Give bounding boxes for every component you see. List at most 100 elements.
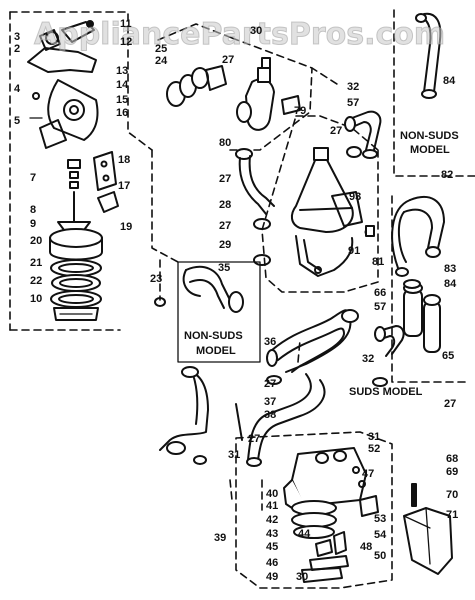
- callout: 47: [362, 468, 374, 480]
- label-non-suds-top-line2: MODEL: [410, 144, 450, 156]
- hose-37: [159, 366, 209, 455]
- callout: 25: [155, 43, 167, 55]
- callout: 23: [150, 273, 162, 285]
- part-callouts: 11 3 12 2 13 14 4 15 16 5 25 24 30 27 32…: [14, 18, 458, 583]
- callout: 44: [298, 528, 311, 540]
- left-assembly-frame: [9, 11, 153, 331]
- leader-dashes: [151, 149, 301, 511]
- callout: 10: [30, 293, 42, 305]
- callout: 35: [218, 262, 230, 274]
- callout: 66: [374, 287, 386, 299]
- callout: 69: [446, 466, 458, 478]
- callout: 29: [219, 239, 231, 251]
- callout: 52: [368, 443, 380, 455]
- callout: 2: [14, 43, 20, 55]
- callout: 30: [296, 571, 308, 583]
- callout: 27: [219, 173, 231, 185]
- callout: 11: [120, 18, 132, 30]
- label-non-suds-mid-line2: MODEL: [196, 345, 236, 357]
- non-suds-mid-frame: [177, 261, 261, 363]
- hose-28: [235, 148, 275, 266]
- callout: 32: [347, 81, 359, 93]
- callout: 18: [118, 154, 130, 166]
- hose-84-top: [415, 12, 442, 99]
- shaft-parts: [57, 159, 91, 231]
- bracket-17-18: [93, 151, 119, 213]
- elbow-32-57: [344, 110, 382, 159]
- callout: 45: [266, 541, 278, 553]
- callout: 13: [116, 65, 128, 77]
- callout: 27: [264, 378, 276, 390]
- callout: 5: [14, 115, 20, 127]
- callout: 57: [347, 97, 359, 109]
- callout: 32: [362, 353, 374, 365]
- callout: 71: [446, 509, 458, 521]
- callout: 30: [250, 25, 262, 37]
- watermark: AppliancePartsPros.com: [34, 17, 445, 52]
- callout: 50: [374, 550, 386, 562]
- callout: 31: [228, 449, 240, 461]
- callout: 12: [120, 36, 132, 48]
- callout: 83: [444, 263, 456, 275]
- elbow-32-mid: [374, 325, 405, 357]
- callout: 16: [116, 107, 128, 119]
- callout: 27: [248, 433, 260, 445]
- callout: 79: [294, 105, 306, 117]
- callout: 41: [266, 500, 278, 512]
- callout: 19: [120, 221, 132, 233]
- hose-38: [193, 373, 326, 467]
- callout: 8: [30, 204, 36, 216]
- callout: 81: [372, 256, 384, 268]
- callout: 54: [374, 529, 387, 541]
- callout: 49: [266, 571, 278, 583]
- callout: 20: [30, 235, 42, 247]
- callout: 70: [446, 489, 458, 501]
- callout: 9: [30, 218, 36, 230]
- callout: 43: [266, 528, 278, 540]
- callout: 39: [214, 532, 226, 544]
- callout: 37: [264, 396, 276, 408]
- valve-assembly: [157, 23, 341, 151]
- callout: 27: [222, 54, 234, 66]
- callout: 53: [374, 513, 386, 525]
- pump-hose-65: [372, 279, 441, 387]
- callout: 22: [30, 275, 42, 287]
- callout: 27: [219, 220, 231, 232]
- callout: 84: [443, 75, 456, 87]
- callout: 84: [444, 278, 457, 290]
- dispenser-tub: [261, 115, 379, 293]
- hose-36: [266, 309, 359, 385]
- hose-35: [154, 265, 244, 313]
- callout: 3: [14, 31, 20, 43]
- callout: 14: [116, 79, 129, 91]
- pump-top-assembly: [27, 20, 99, 149]
- callout: 68: [446, 453, 458, 465]
- callout: 27: [330, 125, 342, 137]
- callout: 21: [30, 257, 42, 269]
- callout: 57: [374, 301, 386, 313]
- callout: 46: [266, 557, 278, 569]
- label-non-suds-mid-line1: NON-SUDS: [184, 330, 243, 342]
- bracket-68-71: [403, 483, 453, 575]
- callout: 82: [441, 169, 453, 181]
- right-suds-frame: [391, 195, 471, 383]
- motor-stack: [49, 228, 103, 321]
- callout: 15: [116, 94, 128, 106]
- label-non-suds-top-line1: NON-SUDS: [400, 130, 459, 142]
- callout: 93: [349, 191, 361, 203]
- callout: 31: [368, 431, 380, 443]
- label-suds-model: SUDS MODEL: [349, 386, 423, 398]
- callout: 27: [444, 398, 456, 410]
- callout: 40: [266, 488, 278, 500]
- callout: 4: [14, 83, 21, 95]
- callout: 91: [348, 245, 360, 257]
- callout: 17: [118, 180, 130, 192]
- hose-82: [391, 195, 445, 277]
- callout: 48: [360, 541, 372, 553]
- callout: 80: [219, 137, 231, 149]
- callout: 65: [442, 350, 454, 362]
- callout: 24: [155, 55, 168, 67]
- callout: 36: [264, 336, 276, 348]
